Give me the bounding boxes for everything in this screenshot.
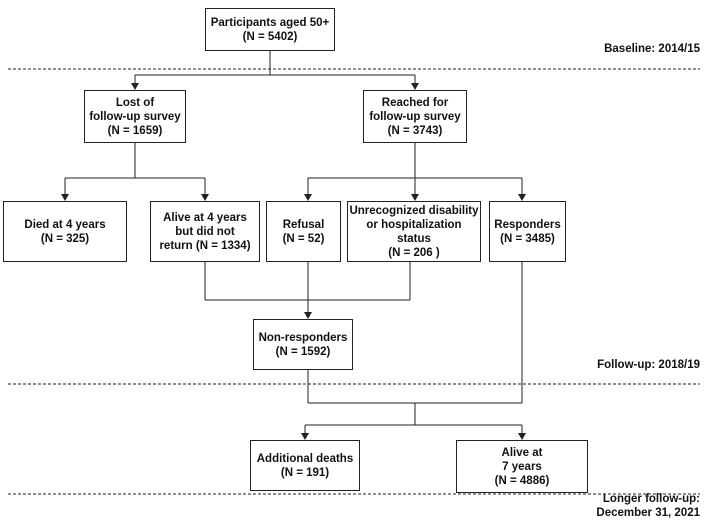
reached-followup-box: Reached for follow-up survey (N = 3743)	[363, 90, 467, 143]
phase-followup-label: Follow-up: 2018/19	[597, 359, 700, 371]
participants-text: Participants aged 50+ (N = 5402)	[210, 16, 330, 43]
phase-longer-label: Longer follow-up: December 31, 2021	[596, 493, 700, 519]
additional-deaths-box: Additional deaths (N = 191)	[250, 440, 360, 491]
unrecognized-box: Unrecognized disability or hospitalizati…	[347, 201, 481, 262]
non-responders-box: Non-responders (N = 1592)	[253, 319, 353, 370]
unrecognized-text: Unrecognized disability or hospitalizati…	[349, 204, 479, 259]
died-4-years-box: Died at 4 years (N = 325)	[3, 201, 127, 262]
participants-box: Participants aged 50+ (N = 5402)	[205, 8, 335, 51]
responders-box: Responders (N = 3485)	[489, 201, 566, 262]
responders-text: Responders (N = 3485)	[494, 218, 561, 245]
alive-not-return-box: Alive at 4 years but did not return (N =…	[150, 201, 260, 262]
additional-deaths-text: Additional deaths (N = 191)	[256, 452, 354, 479]
lost-followup-text: Lost of follow-up survey (N = 1659)	[89, 96, 181, 137]
alive-7-years-text: Alive at 7 years (N = 4886)	[494, 446, 550, 487]
non-responders-text: Non-responders (N = 1592)	[258, 331, 348, 358]
lost-followup-box: Lost of follow-up survey (N = 1659)	[84, 90, 186, 143]
reached-followup-text: Reached for follow-up survey (N = 3743)	[369, 96, 461, 137]
died-4-years-text: Died at 4 years (N = 325)	[24, 218, 106, 245]
refusal-text: Refusal (N = 52)	[282, 218, 325, 245]
alive-7-years-box: Alive at 7 years (N = 4886)	[456, 440, 588, 493]
alive-not-return-text: Alive at 4 years but did not return (N =…	[159, 211, 251, 252]
phase-baseline-label: Baseline: 2014/15	[604, 43, 700, 55]
refusal-box: Refusal (N = 52)	[266, 201, 341, 262]
